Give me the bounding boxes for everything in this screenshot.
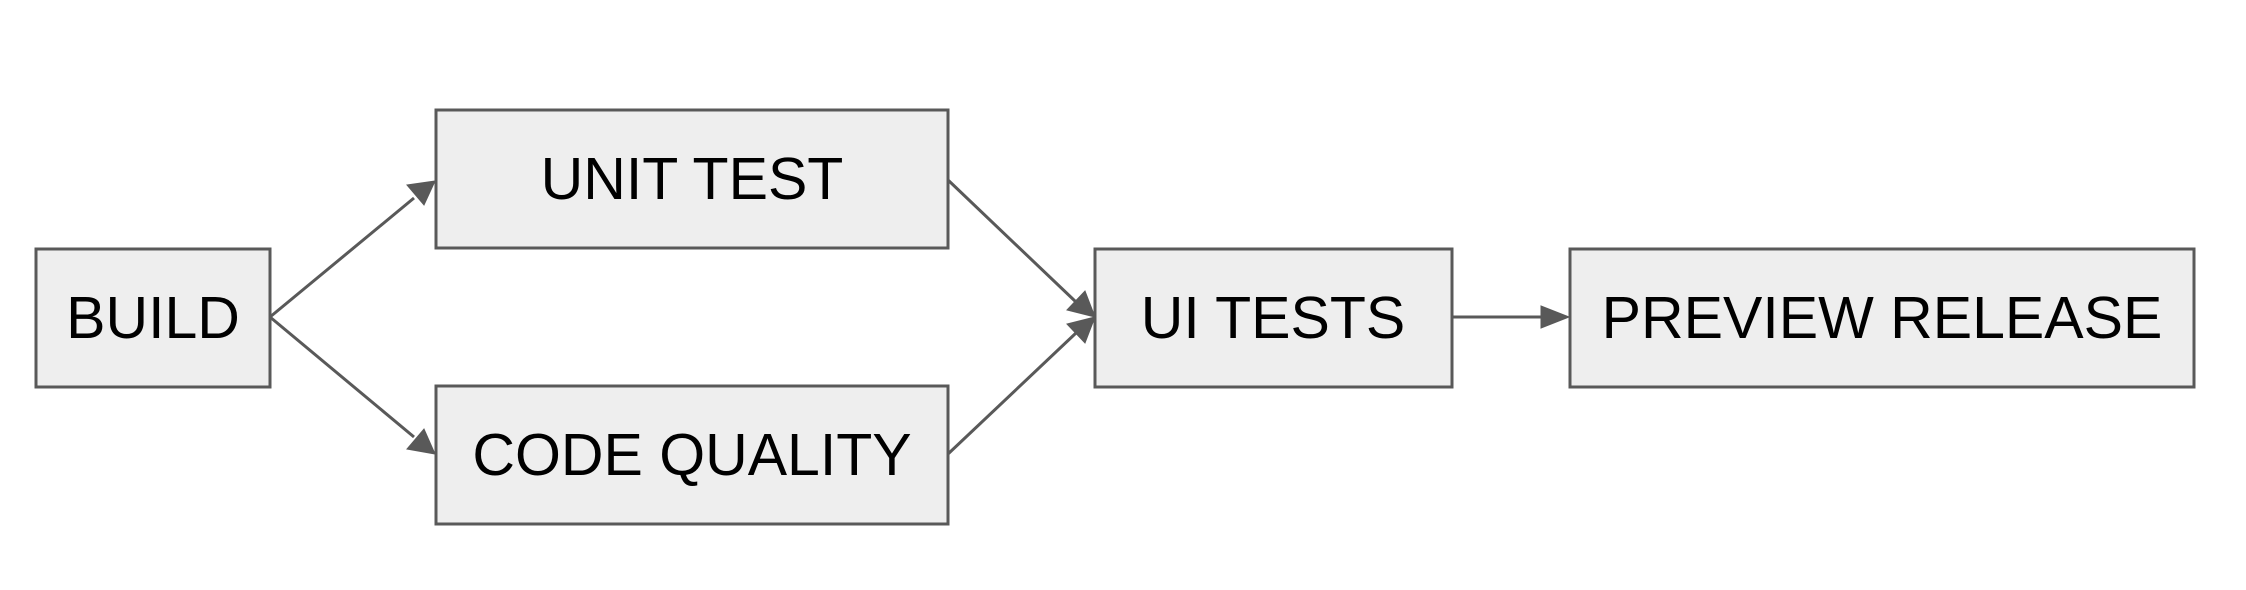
node-preview-release: PREVIEW RELEASE — [1568, 247, 2196, 389]
node-build-label: BUILD — [66, 285, 240, 351]
edge-build-to-unit-test — [269, 180, 436, 319]
edge-build-to-code-quality — [269, 315, 436, 455]
edge-unit-test-to-ui-tests — [946, 178, 1096, 318]
node-code-quality-label: CODE QUALITY — [472, 422, 911, 488]
node-ui-tests: UI TESTS — [1093, 247, 1454, 389]
edge-code-quality-to-ui-tests — [946, 316, 1096, 456]
node-build: BUILD — [34, 247, 272, 389]
edge-ui-tests-to-preview-release — [1452, 305, 1571, 329]
node-preview-release-label: PREVIEW RELEASE — [1602, 285, 2163, 351]
node-code-quality: CODE QUALITY — [434, 384, 950, 526]
node-ui-tests-label: UI TESTS — [1141, 285, 1405, 351]
node-unit-test: UNIT TEST — [434, 108, 950, 250]
node-unit-test-label: UNIT TEST — [541, 146, 844, 212]
